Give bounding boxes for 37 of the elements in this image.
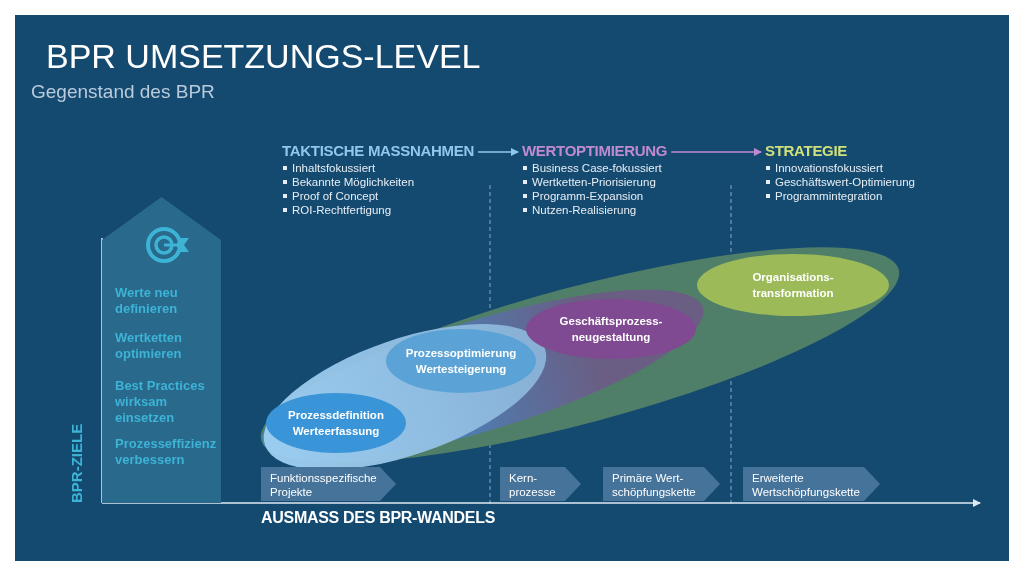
chevron-label: Primäre Wert-schöpfungskette bbox=[612, 471, 697, 499]
node-label: Prozessdefinition Werteerfassung bbox=[287, 408, 385, 439]
bullet-item: Bekannte Möglichkeiten bbox=[282, 175, 475, 189]
goal-text: Best Practices wirksam einsetzen bbox=[115, 378, 206, 426]
goal-text: Prozesseffizienz verbessern bbox=[115, 436, 218, 468]
bullet-item: Programm-Expansion bbox=[522, 189, 668, 203]
bullet-item: Business Case-fokussiert bbox=[522, 161, 668, 175]
node-label: Organisations-transformation bbox=[751, 270, 835, 301]
bullet-item: Geschäftswert-Optimierung bbox=[765, 175, 915, 189]
goal-text: Werte neu definieren bbox=[115, 285, 179, 317]
arrow bbox=[477, 148, 519, 156]
axis-label: AUSMASS DES BPR-WANDELS bbox=[261, 509, 495, 527]
goal-text: Wertketten optimieren bbox=[115, 330, 183, 362]
bullet-item: ROI-Rechtfertigung bbox=[282, 203, 475, 217]
bullet-item: Programmintegration bbox=[765, 189, 915, 203]
bullet-item: Innovationsfokussiert bbox=[765, 161, 915, 175]
bullet-item: Nutzen-Realisierung bbox=[522, 203, 668, 217]
column-heading: WERTOPTIMIERUNG bbox=[522, 141, 668, 161]
chevron-shape bbox=[743, 467, 880, 501]
bullet-item: Wertketten-Priorisierung bbox=[522, 175, 668, 189]
axis-label: BPR-ZIELE bbox=[68, 423, 85, 503]
bullet-item: Inhaltsfokussiert bbox=[282, 161, 475, 175]
title: BPR UMSETZUNGS-LEVEL bbox=[46, 37, 481, 76]
chevron-label: Erweiterte Wertschöpfungskette bbox=[752, 471, 861, 499]
subtitle: Gegenstand des BPR bbox=[31, 81, 215, 103]
column-heading: TAKTISCHE MASSNAHMEN bbox=[282, 141, 475, 161]
arrow bbox=[670, 148, 762, 156]
goals-arrow-panel bbox=[102, 197, 221, 503]
chevron-shape bbox=[500, 467, 581, 501]
node-label: Geschäftsprozess-neugestaltung bbox=[558, 314, 664, 345]
node-label: Prozessoptimierung Wertesteigerung bbox=[404, 346, 518, 377]
chevron-shape bbox=[261, 467, 396, 501]
chevron-label: Kern-prozesse bbox=[509, 471, 557, 499]
column-heading: STRATEGIE bbox=[765, 141, 849, 161]
bullet-item: Proof of Concept bbox=[282, 189, 475, 203]
chevron-shape bbox=[603, 467, 720, 501]
chevron-label: Funktionsspezifische Projekte bbox=[270, 471, 378, 499]
